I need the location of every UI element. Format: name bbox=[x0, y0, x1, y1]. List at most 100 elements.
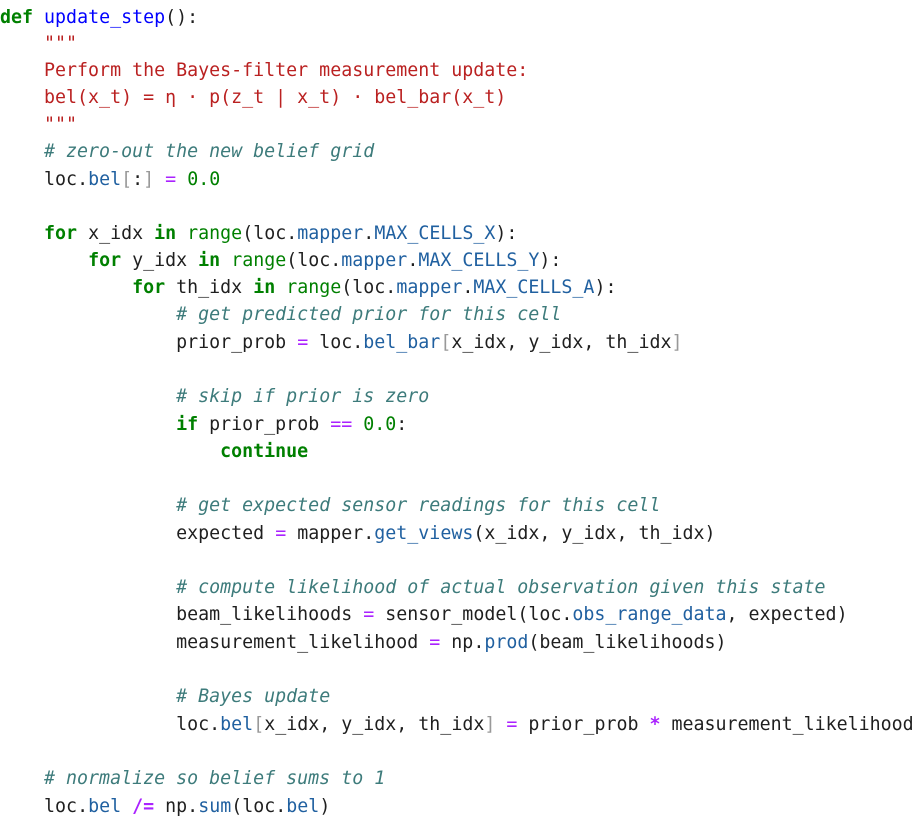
keyword-if: if bbox=[176, 414, 199, 435]
docstring-open: """ bbox=[44, 33, 78, 54]
docstring-line: bel(x_t) = η · p(z_t | x_t) · bel_bar(x_… bbox=[44, 87, 507, 108]
code-line: measurement_likelihood = np.prod(beam_li… bbox=[176, 632, 727, 653]
operator: * bbox=[649, 714, 661, 735]
slice: : bbox=[132, 169, 144, 190]
identifier: x_idx bbox=[484, 523, 540, 544]
docstring-close: """ bbox=[44, 114, 78, 135]
code-line: loc.bel[x_idx, y_idx, th_idx] = prior_pr… bbox=[176, 714, 914, 735]
function-name: update_step bbox=[44, 7, 166, 28]
code-comment: # skip if prior is zero bbox=[176, 386, 430, 407]
identifier: expected bbox=[748, 604, 837, 625]
keyword-in: in bbox=[253, 277, 276, 298]
identifier: loc bbox=[242, 796, 276, 817]
attribute: bel bbox=[220, 714, 254, 735]
identifier: beam_likelihoods bbox=[539, 632, 716, 653]
keyword-for: for bbox=[88, 250, 122, 271]
identifier: y_idx bbox=[341, 714, 397, 735]
identifier: y_idx bbox=[561, 523, 617, 544]
code-comment: # get expected sensor readings for this … bbox=[176, 495, 661, 516]
operator: /= bbox=[132, 796, 155, 817]
builtin-range: range bbox=[231, 250, 287, 271]
attribute: mapper bbox=[396, 277, 463, 298]
operator: = bbox=[363, 604, 375, 625]
code-line: # Bayes update bbox=[0, 683, 330, 710]
code-line: for x_idx in range(loc.mapper.MAX_CELLS_… bbox=[44, 223, 518, 244]
identifier: y_idx bbox=[528, 332, 584, 353]
identifier: x_idx bbox=[451, 332, 507, 353]
number-literal: 0.0 bbox=[187, 169, 221, 190]
identifier: loc bbox=[176, 714, 210, 735]
identifier: mapper bbox=[297, 523, 364, 544]
code-line: loc.bel[:] = 0.0 bbox=[44, 169, 221, 190]
code-line: expected = mapper.get_views(x_idx, y_idx… bbox=[176, 523, 716, 544]
attribute: get_views bbox=[374, 523, 474, 544]
code-line: # compute likelihood of actual observati… bbox=[0, 574, 825, 601]
identifier: th_idx bbox=[176, 277, 243, 298]
attribute: bel bbox=[88, 796, 122, 817]
attribute: MAX_CELLS_Y bbox=[418, 250, 540, 271]
operator: = bbox=[297, 332, 309, 353]
code-line: # zero-out the new belief grid bbox=[0, 138, 374, 165]
code-line: for y_idx in range(loc.mapper.MAX_CELLS_… bbox=[88, 250, 562, 271]
builtin-range: range bbox=[187, 223, 243, 244]
code-comment: # get predicted prior for this cell bbox=[176, 304, 562, 325]
identifier: beam_likelihoods bbox=[176, 604, 353, 625]
code-comment: # compute likelihood of actual observati… bbox=[176, 577, 826, 598]
operator: = bbox=[506, 714, 518, 735]
number-literal: 0.0 bbox=[363, 414, 397, 435]
builtin-range: range bbox=[286, 277, 342, 298]
code-line: if prior_prob == 0.0: bbox=[176, 414, 408, 435]
code-line: """ bbox=[0, 30, 77, 57]
identifier: loc bbox=[319, 332, 353, 353]
attribute: mapper bbox=[297, 223, 364, 244]
keyword-in: in bbox=[154, 223, 177, 244]
identifier: th_idx bbox=[638, 523, 705, 544]
identifier: measurement_likelihood bbox=[176, 632, 419, 653]
identifier: th_idx bbox=[605, 332, 672, 353]
function-signature-tail: (): bbox=[165, 7, 199, 28]
identifier: np bbox=[451, 632, 474, 653]
attribute: bel_bar bbox=[363, 332, 441, 353]
operator: == bbox=[330, 414, 353, 435]
identifier: y_idx bbox=[132, 250, 188, 271]
code-line: beam_likelihoods = sensor_model(loc.obs_… bbox=[176, 604, 848, 625]
attribute: bel bbox=[88, 169, 122, 190]
code-line: def update_step(): bbox=[0, 4, 198, 31]
code-comment: # zero-out the new belief grid bbox=[44, 141, 375, 162]
operator: = bbox=[275, 523, 287, 544]
identifier: prior_prob bbox=[528, 714, 639, 735]
code-comment: # normalize so belief sums to 1 bbox=[44, 768, 386, 789]
keyword-def: def bbox=[0, 7, 34, 28]
keyword-in: in bbox=[198, 250, 221, 271]
code-line: # get expected sensor readings for this … bbox=[0, 492, 660, 519]
identifier: prior_prob bbox=[209, 414, 320, 435]
operator: = bbox=[165, 169, 177, 190]
code-comment: # Bayes update bbox=[176, 686, 331, 707]
code-line: for th_idx in range(loc.mapper.MAX_CELLS… bbox=[132, 277, 617, 298]
code-line: Perform the Bayes-filter measurement upd… bbox=[0, 57, 528, 84]
identifier: measurement_likelihood bbox=[671, 714, 914, 735]
keyword-for: for bbox=[44, 223, 78, 244]
code-line: continue bbox=[0, 438, 308, 465]
identifier: np bbox=[165, 796, 188, 817]
keyword-continue: continue bbox=[220, 441, 309, 462]
code-line: prior_prob = loc.bel_bar[x_idx, y_idx, t… bbox=[176, 332, 683, 353]
attribute: prod bbox=[484, 632, 529, 653]
identifier: sensor_model bbox=[385, 604, 518, 625]
identifier: x_idx bbox=[264, 714, 320, 735]
identifier: loc bbox=[352, 277, 386, 298]
attribute: sum bbox=[198, 796, 232, 817]
code-line: """ bbox=[0, 111, 77, 138]
identifier: th_idx bbox=[418, 714, 485, 735]
code-line: bel(x_t) = η · p(z_t | x_t) · bel_bar(x_… bbox=[0, 84, 506, 111]
identifier: x_idx bbox=[88, 223, 144, 244]
identifier: loc bbox=[528, 604, 562, 625]
identifier: prior_prob bbox=[176, 332, 287, 353]
identifier: loc bbox=[297, 250, 331, 271]
attribute: obs_range_data bbox=[572, 604, 727, 625]
operator: = bbox=[429, 632, 441, 653]
code-line: loc.bel /= np.sum(loc.bel) bbox=[44, 796, 331, 817]
code-line: # skip if prior is zero bbox=[0, 383, 429, 410]
attribute: MAX_CELLS_A bbox=[473, 277, 595, 298]
